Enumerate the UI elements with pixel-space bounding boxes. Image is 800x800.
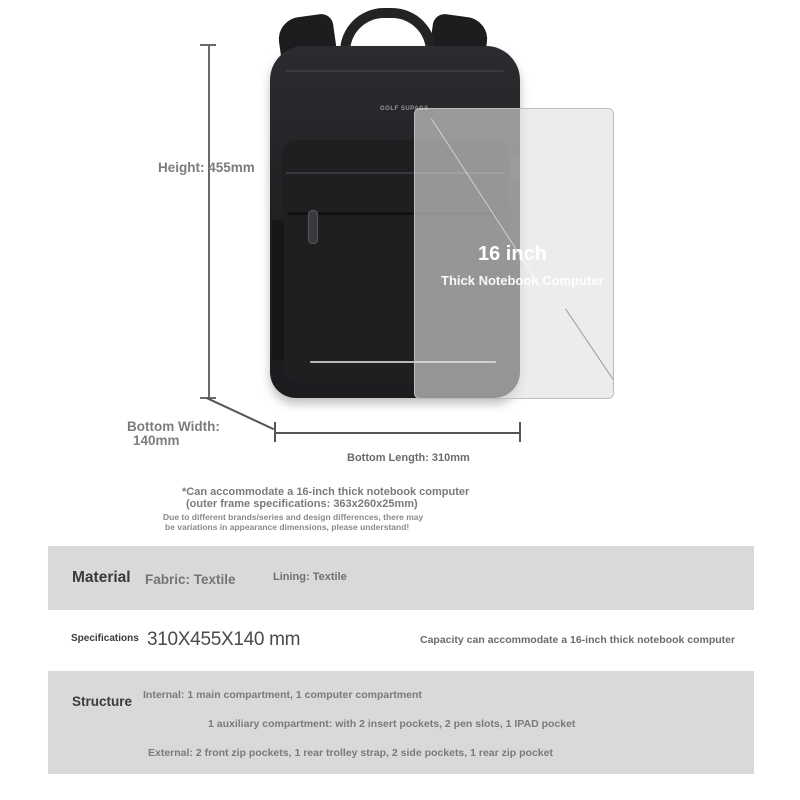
specifications-row — [48, 613, 754, 668]
backpack-panel-seam — [286, 172, 506, 174]
length-dimension-line — [275, 432, 520, 434]
structure-key: Structure — [72, 694, 133, 709]
specifications-capacity: Capacity can accommodate a 16-inch thick… — [420, 634, 736, 646]
height-label: Height: 455mm — [158, 160, 255, 175]
laptop-caption: Thick Notebook Computer — [441, 273, 604, 288]
zipper-puller-icon — [308, 210, 318, 244]
bottom-width-label-line1: Bottom Width: — [127, 419, 220, 434]
structure-row — [48, 671, 754, 774]
bottom-width-label: Bottom Width: 140mm — [127, 420, 220, 448]
height-dimension-top-tick — [200, 44, 216, 46]
disclaimer-line1: Due to different brands/series and desig… — [163, 512, 424, 522]
backpack-reflective-trim — [310, 361, 496, 363]
backpack-top-seam — [286, 70, 504, 72]
bottom-length-label: Bottom Length: 310mm — [347, 452, 470, 464]
laptop-overlay — [414, 108, 614, 399]
backpack-side-pocket — [272, 220, 284, 360]
material-key: Material — [72, 569, 131, 586]
laptop-size-label: 16 inch — [478, 243, 547, 265]
material-row — [48, 546, 754, 610]
specifications-key: Specifications — [71, 633, 139, 644]
length-dimension-right-tick — [519, 422, 521, 442]
material-fabric: Fabric: Textile — [145, 572, 236, 587]
backpack-front-zipper — [288, 212, 498, 215]
laptop-edge-line — [565, 308, 613, 398]
disclaimer-note: Due to different brands/series and desig… — [163, 512, 423, 532]
structure-auxiliary: 1 auxiliary compartment: with 2 insert p… — [208, 718, 576, 730]
backpack-handle — [340, 8, 436, 58]
disclaimer-line2: be variations in appearance dimensions, … — [165, 522, 410, 532]
brand-logo: GOLF SUPAGS — [380, 106, 429, 112]
structure-internal: Internal: 1 main compartment, 1 computer… — [143, 689, 422, 701]
structure-external: External: 2 front zip pockets, 1 rear tr… — [148, 747, 553, 759]
length-dimension-left-tick — [274, 422, 276, 442]
capacity-note: *Can accommodate a 16-inch thick noteboo… — [182, 486, 469, 510]
material-lining: Lining: Textile — [273, 571, 347, 583]
specifications-value: 310X455X140 mm — [147, 629, 301, 650]
height-dimension-line — [208, 44, 210, 397]
capacity-note-line1: *Can accommodate a 16-inch thick noteboo… — [182, 486, 470, 498]
bottom-width-label-line2: 140mm — [133, 433, 180, 448]
capacity-note-line2: (outer frame specifications: 363x260x25m… — [186, 498, 418, 510]
